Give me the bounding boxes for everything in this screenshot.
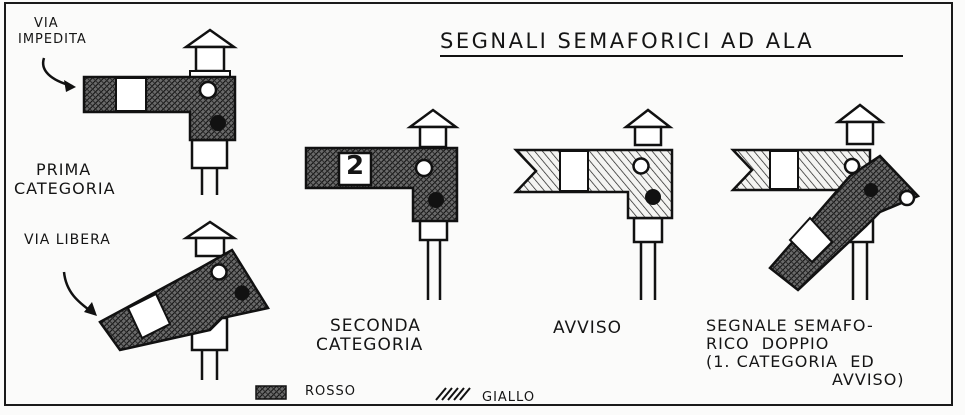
- legend-label-giallo: GIALLO: [482, 390, 536, 405]
- label-doppio-3: (1. CATEGORIA ED: [706, 352, 875, 371]
- label-doppio-2: RICO DOPPIO: [706, 334, 830, 353]
- arm-red-white-band: [788, 216, 834, 264]
- roof-cap: [622, 108, 674, 147]
- label-prima-2: CATEGORIA: [14, 179, 116, 198]
- label-doppio-1: SEGNALE SEMAFO-: [706, 316, 874, 335]
- lamp-white: [632, 157, 650, 175]
- arrow-via-libera: [62, 271, 93, 314]
- label-avviso: AVVISO: [553, 318, 622, 338]
- label-via-impedita-2: IMPEDITA: [18, 32, 87, 47]
- legend-swatch-giallo: [435, 387, 471, 401]
- arm-red: [304, 146, 459, 223]
- label-seconda-2: CATEGORIA: [316, 335, 424, 355]
- roof-cap: [834, 103, 886, 146]
- seconda-number: 2: [345, 151, 365, 181]
- arm-yellow-white-band: [769, 150, 799, 190]
- signal-avviso: [513, 108, 674, 300]
- arm-white-band: [126, 292, 172, 340]
- signal-via-impedita: [82, 28, 238, 195]
- signal-doppio: [730, 103, 921, 300]
- signal-via-libera: [98, 220, 270, 380]
- lamp-white: [414, 158, 434, 178]
- signal-seconda-categoria: [304, 108, 460, 300]
- label-prima-1: PRIMA: [36, 160, 92, 179]
- legend-swatch-rosso: [255, 385, 287, 400]
- lamp-white-2: [898, 189, 916, 207]
- label-doppio-4: AVVISO): [832, 370, 905, 389]
- label-via-libera: VIA LIBERA: [24, 232, 111, 248]
- lamp-dark: [864, 183, 878, 197]
- legend-label-rosso: ROSSO: [305, 384, 357, 399]
- lamp-dark: [428, 192, 444, 208]
- lamp-white: [843, 157, 861, 175]
- lamp-dark: [645, 189, 661, 205]
- roof-cap: [181, 220, 239, 258]
- arm-yellow: [513, 148, 674, 220]
- diagram-title: SEGNALI SEMAFORICI AD ALA: [440, 29, 815, 53]
- diagram-border: [4, 2, 953, 406]
- label-via-impedita-1: VIA: [34, 16, 59, 31]
- roof-cap: [182, 28, 238, 73]
- lamp-dark: [234, 285, 250, 301]
- lamp-dark: [210, 115, 226, 131]
- arm-yellow: [730, 148, 872, 192]
- arrow-via-impedita: [41, 57, 73, 88]
- roof-cap: [406, 108, 460, 149]
- arm-white-band: [115, 77, 147, 112]
- arm-white-band: [559, 150, 589, 192]
- lamp-white: [210, 263, 228, 281]
- number-plate: [337, 151, 373, 187]
- lamp-white: [198, 80, 218, 100]
- label-seconda-1: SECONDA: [330, 316, 421, 336]
